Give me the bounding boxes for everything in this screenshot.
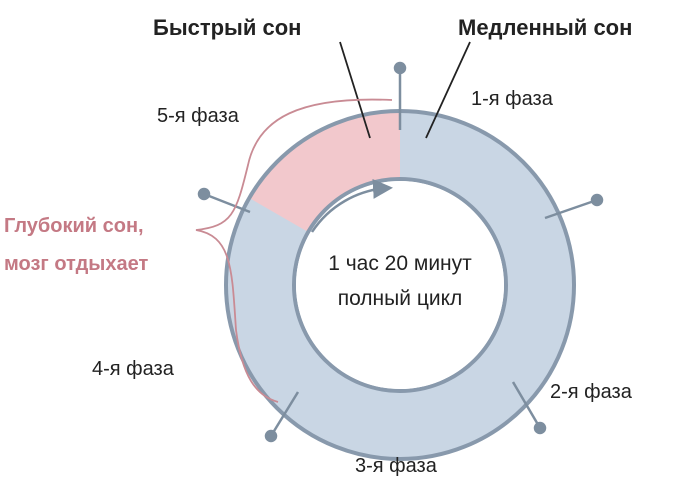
nrem-leader-line bbox=[425, 41, 471, 139]
phase-3-label: 3-я фаза bbox=[355, 455, 438, 477]
deep-sleep-line-1: Глубокий сон, bbox=[4, 215, 144, 237]
deep-sleep-line-2: мозг отдыхает bbox=[4, 253, 148, 275]
phase-divider-pins bbox=[197, 61, 604, 443]
rem-header: Быстрый сон bbox=[153, 15, 301, 40]
center-circle bbox=[296, 181, 504, 389]
pin-right bbox=[544, 198, 598, 220]
pin-bottom-right bbox=[511, 381, 542, 429]
phase-2-label: 2-я фаза bbox=[550, 381, 633, 403]
pin-upper-left bbox=[203, 192, 251, 214]
cycle-arrow bbox=[310, 178, 393, 233]
phase-5-label: 5-я фаза bbox=[157, 105, 240, 127]
phase-4-label: 4-я фаза bbox=[92, 358, 175, 380]
pin-bottom-left bbox=[269, 391, 300, 437]
nrem-header: Медленный сон bbox=[458, 15, 632, 40]
phase-1-label: 1-я фаза bbox=[471, 88, 554, 110]
center-duration: 1 час 20 минут bbox=[328, 252, 472, 275]
deep-sleep-brace bbox=[195, 98, 393, 403]
ring-inner-border bbox=[292, 177, 508, 393]
rem-segment bbox=[249, 111, 400, 232]
center-caption: полный цикл bbox=[338, 287, 463, 310]
rem-leader-line bbox=[339, 41, 371, 139]
